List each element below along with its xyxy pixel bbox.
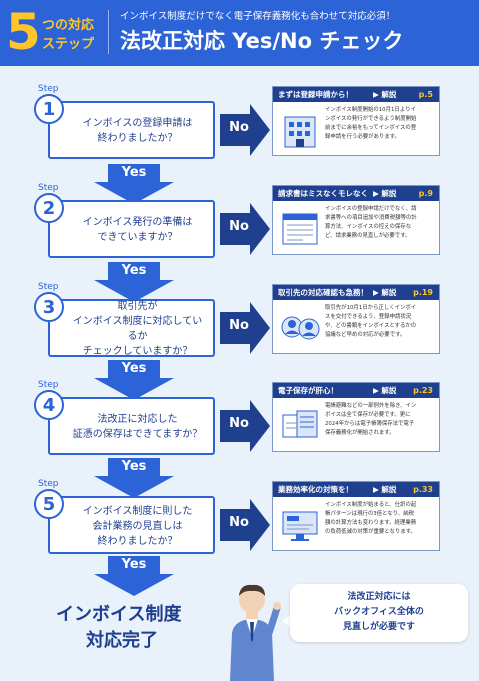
- explanation-tag: ▶ 解説: [373, 485, 397, 494]
- explanation-card-header: まずは登録申請から！ ▶ 解説 p.5: [273, 87, 439, 102]
- explanation-tag-label: 解説: [381, 189, 397, 198]
- page-reference: p.33: [413, 485, 433, 494]
- page-reference: p.19: [413, 288, 433, 297]
- yes-label: Yes: [121, 165, 147, 180]
- explanation-card-header: 業務効率化の対策を！ ▶ 解説 p.33: [273, 482, 439, 497]
- explanation-text: インボイス制度開始の10月1日よりイ ンボイスの発行ができるよう制度開始 前まで…: [325, 107, 417, 140]
- explanation-text: インボイス制度が始まると、仕訳の起 帳パターンは現行の3倍となり、納税 額の計算…: [325, 502, 417, 535]
- step-label: Step: [38, 84, 59, 94]
- no-arrow-icon: [220, 104, 270, 156]
- explanation-text: インボイスの登録申請だけでなく、請 求書等への項目追加や消費税額等の計 算方法、…: [325, 206, 417, 239]
- explanation-card-header: 電子保存が肝心！ ▶ 解説 p.23: [273, 383, 439, 398]
- no-label: No: [229, 416, 249, 431]
- no-arrow-icon: [220, 499, 270, 551]
- no-arrow-icon: [220, 400, 270, 452]
- completion-title-line1: インボイス制度: [56, 604, 182, 625]
- explanation-tag-label: 解説: [381, 90, 397, 99]
- yes-arrow-icon: [94, 164, 174, 204]
- yes-label: Yes: [121, 361, 147, 376]
- header-divider: [108, 10, 109, 54]
- header-sub-label-1: つの対応: [42, 18, 95, 33]
- step-number-badge: 1: [34, 94, 64, 124]
- speech-bubble: 法改正対応には バックオフィス全体の 見直しが必要です: [290, 584, 468, 642]
- page-reference: p.23: [413, 386, 433, 395]
- no-label: No: [229, 120, 249, 135]
- completion-title-line2: 対応完了: [86, 630, 158, 651]
- no-label: No: [229, 318, 249, 333]
- step-number-badge: 3: [34, 292, 64, 322]
- explanation-tag: ▶ 解説: [373, 386, 397, 395]
- documents-icon: [282, 410, 318, 438]
- explanation-card: 業務効率化の対策を！ ▶ 解説 p.33 インボイス制度が始まると、仕訳の起 帳パター…: [272, 481, 440, 551]
- header-tagline: インボイス制度だけでなく電子保存義務化も合わせて対応必須！: [120, 11, 396, 22]
- header-step-count: 5: [6, 3, 41, 61]
- yes-arrow-icon: [94, 262, 174, 302]
- explanation-tag-label: 解説: [381, 288, 397, 297]
- people-icon: [281, 316, 320, 340]
- explanation-tag: ▶ 解説: [373, 90, 397, 99]
- no-arrow-icon: [220, 203, 270, 255]
- step-number-badge: 5: [34, 489, 64, 519]
- explanation-tag: ▶ 解説: [373, 288, 397, 297]
- header-banner: 5 つの対応 ステップ インボイス制度だけでなく電子保存義務化も合わせて対応必須…: [0, 0, 479, 66]
- explanation-title: まずは登録申請から！: [278, 90, 353, 99]
- step-number-badge: 4: [34, 390, 64, 420]
- explanation-card-header: 取引先の対応確認も急務！ ▶ 解説 p.19: [273, 285, 439, 300]
- explanation-title: 電子保存が肝心！: [278, 386, 338, 395]
- explanation-title: 取引先の対応確認も急務！: [278, 288, 368, 297]
- step-label: Step: [38, 380, 59, 390]
- step-question: 法改正に対応した 証憑の保存はできてますか？: [48, 397, 215, 455]
- speech-bubble-tail: [282, 614, 292, 628]
- explanation-tag-label: 解説: [381, 386, 397, 395]
- step-question: インボイスの登録申請は 終わりましたか？: [48, 101, 215, 159]
- step-label: Step: [38, 479, 59, 489]
- yes-label: Yes: [121, 459, 147, 474]
- page-title: 法改正対応 Yes/No チェック: [120, 29, 404, 53]
- step-question: 取引先が インボイス制度に対応しているか チェックしていますか？: [48, 299, 215, 357]
- explanation-tag-label: 解説: [381, 485, 397, 494]
- explanation-text: 取引先が10月1日から正しくインボイ スを交付できるよう、登録申請状況 や、どの…: [325, 305, 417, 338]
- step-label: Step: [38, 183, 59, 193]
- no-label: No: [229, 219, 249, 234]
- no-label: No: [229, 515, 249, 530]
- step-number-badge: 2: [34, 193, 64, 223]
- step-question: インボイス発行の準備は できていますか？: [48, 200, 215, 258]
- computer-icon: [282, 511, 318, 541]
- page-reference: p.5: [418, 90, 433, 99]
- explanation-card: 電子保存が肝心！ ▶ 解説 p.23 電帳避難などの一部例外を除き、イン ボイスは全て…: [272, 382, 440, 452]
- yes-arrow-icon: [94, 458, 174, 498]
- yes-arrow-icon: [94, 360, 174, 400]
- explanation-card: 取引先の対応確認も急務！ ▶ 解説 p.19 取引先が10月1日から正しくインボイ ス…: [272, 284, 440, 354]
- invoice-document-icon: [282, 213, 318, 245]
- step-label: Step: [38, 282, 59, 292]
- yes-label: Yes: [121, 263, 147, 278]
- no-arrow-icon: [220, 302, 270, 354]
- page-reference: p.9: [418, 189, 433, 198]
- header-sub-label-2: ステップ: [42, 37, 95, 52]
- step-question: インボイス制度に則した 会計業務の見直しは 終わりましたか？: [48, 496, 215, 554]
- explanation-tag: ▶ 解説: [373, 189, 397, 198]
- explanation-card-header: 請求書はミスなくモレなく ▶ 解説 p.9: [273, 186, 439, 201]
- explanation-text: 電帳避難などの一部例外を除き、イン ボイスは全て保存が必要です。更に 2024年…: [325, 403, 417, 436]
- building-icon: [284, 116, 316, 148]
- explanation-title: 業務効率化の対策を！: [278, 485, 353, 494]
- explanation-title: 請求書はミスなくモレなく: [278, 189, 368, 198]
- yes-arrow-icon: [94, 556, 174, 596]
- businessman-illustration: [230, 584, 281, 681]
- yes-label: Yes: [121, 557, 147, 572]
